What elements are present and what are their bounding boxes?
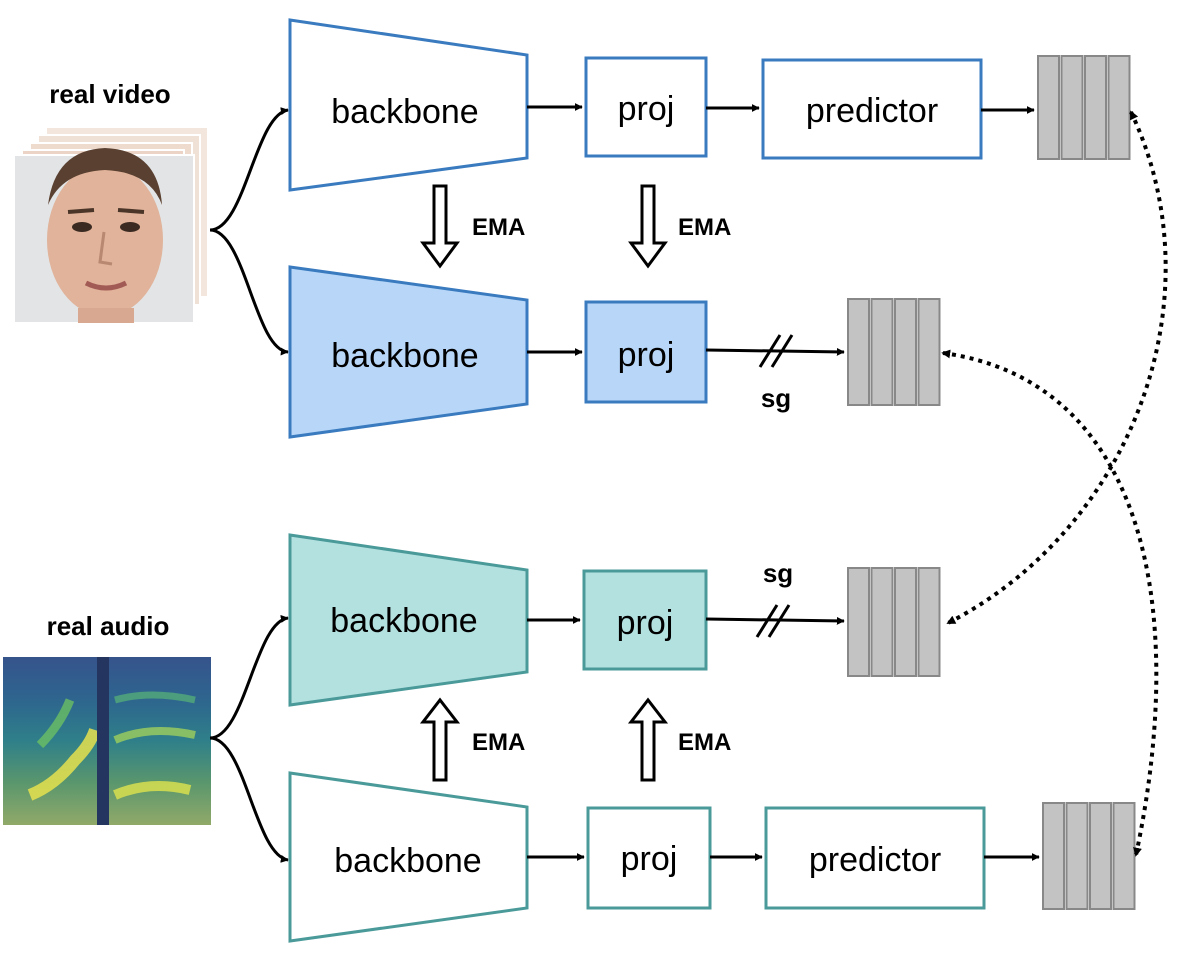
backbone-label: backbone <box>331 337 478 375</box>
real-audio-label: real audio <box>47 611 170 641</box>
dotted-arrow-video-pred-to-audio-target <box>946 110 1168 625</box>
proj-label: proj <box>618 336 675 374</box>
token-bar <box>1084 55 1107 160</box>
token-bar <box>1037 55 1060 160</box>
arrow-proj-to-tokens <box>705 347 845 356</box>
audio-prediction-tokens <box>1042 802 1136 910</box>
token-bar <box>847 298 870 406</box>
audio-online-proj: proj <box>586 806 712 910</box>
audio-target-backbone: backbone <box>288 533 529 707</box>
input-curves <box>209 107 289 863</box>
sg-label: sg <box>761 383 791 413</box>
cross-modal-connectors <box>941 110 1168 857</box>
ema-arrow-video-backbone <box>420 184 460 269</box>
backbone-label: backbone <box>331 93 478 131</box>
audio-online-backbone: backbone <box>288 771 529 943</box>
proj-label: proj <box>618 90 675 128</box>
audio-target-proj: proj <box>582 569 708 671</box>
video-target-proj: proj <box>584 300 708 404</box>
video-frames <box>13 126 209 324</box>
video-online-proj: proj <box>584 56 708 158</box>
video-target-tokens <box>847 298 941 406</box>
token-bar <box>870 567 894 677</box>
token-bar <box>1065 802 1089 910</box>
ema-arrow-audio-proj <box>627 697 669 782</box>
token-bar <box>1112 802 1136 910</box>
token-bar <box>870 298 894 406</box>
real-video-label: real video <box>49 79 170 109</box>
predictor-label: predictor <box>806 92 938 130</box>
ema-arrow-audio-backbone <box>419 697 461 782</box>
token-bar <box>1107 55 1131 160</box>
token-bar <box>1089 802 1112 910</box>
ema-label: EMA <box>472 729 525 756</box>
token-bar <box>894 298 917 406</box>
audio-predictor: predictor <box>764 806 986 910</box>
token-bar <box>894 567 917 677</box>
token-bar <box>1042 802 1065 910</box>
video-predictor: predictor <box>761 58 983 160</box>
backbone-label: backbone <box>334 842 481 880</box>
ema-label: EMA <box>472 214 525 241</box>
audio-target-tokens <box>847 567 941 677</box>
ema-label: EMA <box>678 729 731 756</box>
face-image <box>47 148 163 323</box>
spectrogram-image <box>3 657 211 825</box>
arrow-proj-to-tokens <box>705 616 845 625</box>
backbone-label: backbone <box>330 602 477 640</box>
stop-gradient-mark <box>758 334 794 368</box>
video-prediction-tokens <box>1037 55 1131 160</box>
ema-label: EMA <box>678 214 731 241</box>
sg-label: sg <box>763 558 793 588</box>
video-target-backbone: backbone <box>288 265 529 439</box>
token-bar <box>847 567 870 677</box>
token-bar <box>917 298 941 406</box>
proj-label: proj <box>617 604 674 642</box>
ema-arrow-video-proj <box>628 184 668 269</box>
token-bar <box>917 567 941 677</box>
token-bar <box>1060 55 1084 160</box>
dotted-arrow-video-target-to-audio-pred <box>941 349 1159 857</box>
stop-gradient-mark <box>755 604 791 638</box>
predictor-label: predictor <box>809 841 941 879</box>
video-online-backbone: backbone <box>288 18 529 192</box>
proj-label: proj <box>621 840 678 878</box>
